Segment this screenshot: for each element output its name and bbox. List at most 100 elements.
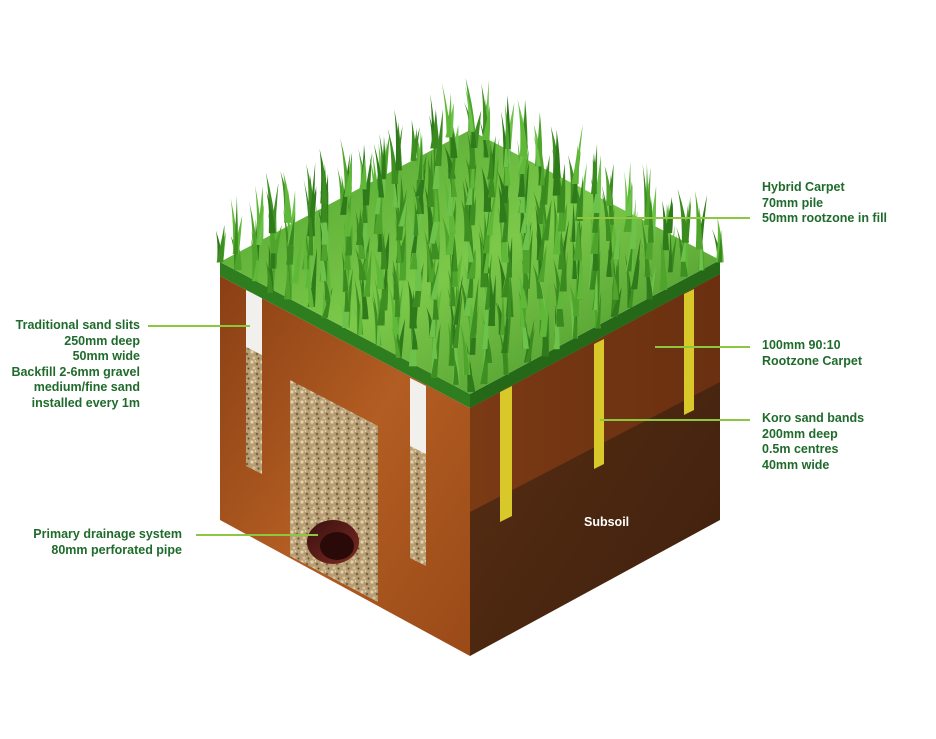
callout-traditional-sand-slits: Traditional sand slits 250mm deep 50mm w…: [11, 318, 140, 411]
grass-blade: [481, 291, 490, 350]
grass-blade: [625, 184, 633, 217]
grass-blade: [413, 254, 419, 307]
grass-blade: [631, 237, 641, 290]
callout-line: installed every 1m: [31, 395, 140, 410]
grass-blade: [465, 163, 477, 205]
grass-blades: [215, 77, 724, 392]
grass-blade: [431, 328, 440, 378]
grass-blade: [435, 120, 441, 166]
grass-blade: [520, 193, 530, 234]
grass-blade: [430, 265, 439, 300]
grass-blade: [415, 167, 426, 197]
grass-blade: [448, 316, 455, 366]
grass-blade: [283, 171, 292, 223]
grass-blade: [410, 120, 417, 161]
turf-edge-right: [470, 260, 720, 408]
grass-blade: [303, 232, 308, 270]
grass-blade: [641, 215, 651, 277]
callout-line: 200mm deep: [762, 426, 838, 441]
grass-blade: [341, 250, 349, 292]
grass-blade: [412, 184, 423, 214]
grass-blade: [500, 289, 505, 335]
callout-hybrid-carpet: Hybrid Carpet 70mm pile 50mm rootzone in…: [762, 180, 887, 227]
grass-blade: [613, 216, 620, 260]
grass-blade: [644, 167, 651, 225]
grass-blade: [290, 242, 302, 284]
callout-line: 70mm pile: [762, 195, 824, 210]
grass-blade: [680, 228, 687, 262]
grass-blade: [569, 283, 580, 317]
grass-blade: [380, 231, 390, 270]
grass-blade: [487, 157, 499, 198]
grass-blade: [469, 110, 482, 149]
grass-blade: [592, 155, 602, 214]
grass-blade: [355, 210, 362, 245]
callout-line: 40mm wide: [762, 457, 830, 472]
grass-blade: [363, 249, 372, 297]
callout-line: 250mm deep: [64, 333, 140, 348]
grass-blade: [373, 251, 385, 289]
grass-blade: [518, 275, 528, 309]
grass-blade: [373, 143, 385, 198]
grass-blade: [682, 200, 692, 243]
grass-blade: [412, 201, 423, 236]
grass-blade: [539, 154, 550, 205]
grass-blade: [270, 224, 282, 254]
grass-blade: [394, 109, 402, 171]
grass-blade: [524, 228, 530, 289]
grass-blade: [434, 109, 443, 166]
grass-blade: [487, 193, 497, 236]
grass-blade: [519, 111, 528, 157]
grass-blade: [612, 269, 619, 300]
grass-blade: [417, 134, 423, 180]
grass-blade: [518, 161, 530, 213]
grass-blade: [453, 274, 463, 325]
grass-blade: [432, 214, 441, 260]
grass-blade: [517, 144, 529, 175]
grass-blade: [506, 241, 513, 278]
grass-blade: [465, 171, 473, 205]
callout-line: Rootzone Carpet: [762, 353, 862, 368]
grass-blade: [500, 196, 509, 243]
grass-blade: [407, 278, 418, 329]
grass-blade: [257, 203, 265, 245]
grass-blade: [606, 243, 616, 277]
grass-blade: [553, 211, 561, 255]
grass-blade: [571, 201, 576, 242]
grass-blade: [576, 245, 584, 300]
grass-blade: [249, 201, 259, 261]
grass-blade: [233, 195, 238, 255]
callout-line: medium/fine sand: [33, 380, 140, 394]
grass-blade: [540, 164, 547, 205]
grass-blade: [465, 77, 476, 132]
grass-blade: [291, 235, 302, 284]
grass-blade: [606, 248, 612, 277]
grass-blade: [464, 340, 471, 375]
grass-blade: [523, 220, 530, 274]
grass-blade: [451, 306, 462, 348]
grass-blade: [464, 85, 474, 132]
callout-koro-sand-bands: Koro sand bands 200mm deep 0.5m centres …: [762, 411, 864, 473]
grass-blade: [626, 239, 633, 272]
callout-line: Traditional sand slits: [15, 318, 140, 332]
subsoil-label: Subsoil: [584, 515, 630, 529]
grass-blade: [696, 206, 702, 250]
grass-blade: [266, 190, 276, 234]
grass-blade: [646, 185, 657, 243]
grass-blade: [468, 362, 474, 392]
grass-blade: [463, 268, 472, 317]
koro-band-3: [684, 289, 694, 415]
grass-blade: [288, 214, 295, 246]
grass-blade: [358, 297, 363, 335]
grass-blade: [517, 157, 525, 197]
grass-blade: [487, 135, 496, 180]
grass-blade: [427, 149, 434, 207]
grass-blade: [379, 281, 389, 311]
grass-blade: [629, 209, 636, 249]
grass-blade: [434, 184, 439, 222]
grass-blade: [430, 109, 438, 149]
grass-blade: [572, 301, 578, 339]
grass-blade: [521, 254, 528, 309]
grass-blade: [488, 274, 496, 327]
